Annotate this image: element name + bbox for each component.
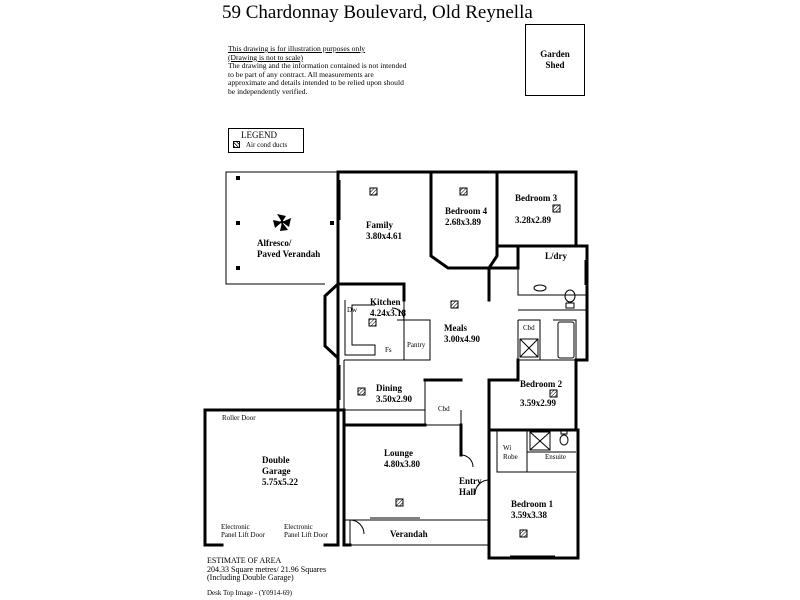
room-lounge-label: Lounge [384,448,413,458]
room-meals-dims: 3.00x4.90 [444,334,481,344]
air-duct-icon [552,204,561,213]
air-duct-icon [369,187,378,196]
garden-shed: Garden Shed [525,24,585,96]
air-duct-icon [395,498,404,507]
house-walls [203,170,589,560]
area-estimate-title: ESTIMATE OF AREA [207,556,282,565]
room-pantry-label: Pantry [407,341,426,349]
air-duct-icon [519,529,528,538]
panel-lift-door-label: Electronic [284,523,313,531]
fridge-space-label: Fs [385,346,392,354]
air-duct-icon [233,141,240,148]
room-ensuite-label: Ensuite [545,453,566,461]
area-estimate-line: (Including Double Garage) [207,573,294,583]
room-alfresco-label: Paved Verandah [257,249,320,259]
alfresco-outline [225,171,338,285]
room-kitchen-label: Kitchen [370,297,401,307]
room-labels: Family 3.80x4.61 Bedroom 4 2.68x3.89 Bed… [257,193,568,539]
room-dining-label: Dining [376,383,403,393]
room-dining-dims: 3.50x2.90 [376,394,413,404]
area-estimate-line: 204.33 Square metres/ 21.96 Squares [207,564,327,574]
room-family-label: Family [366,220,393,230]
panel-lift-door-label: Panel Lift Door [284,531,329,539]
room-bedroom3-dims: 3.28x2.89 [515,215,552,225]
cupboard-label: Cbd [438,405,450,413]
garden-shed-line: Shed [545,60,565,70]
disclaimer-line: This drawing is for illustration purpose… [228,44,366,53]
ceiling-fan-icon [273,214,291,231]
disclaimer-body: The drawing and the information containe… [228,61,407,96]
disclaimer: This drawing is for illustration purpose… [228,44,408,97]
cupboard-label: Cbd [523,324,535,332]
footer-caption: Desk Top Image - (Y0914-69) [207,589,292,597]
room-ldry-label: L/dry [545,251,568,261]
garden-shed-label: Garden Shed [526,49,584,71]
area-estimate: ESTIMATE OF AREA 204.33 Square metres/ 2… [207,556,407,583]
room-wirobe-label: Wi [503,444,511,452]
air-duct-icon [459,187,468,196]
room-entry-label: Entry [459,476,482,486]
legend-title: LEGEND [241,130,277,140]
room-kitchen-dims: 4.24x3.18 [370,308,407,318]
room-bedroom2-label: Bedroom 2 [520,379,563,389]
panel-lift-door-label: Panel Lift Door [221,531,266,539]
air-duct-icon [549,389,558,398]
legend: LEGEND Air cond ducts [228,128,304,153]
room-lounge-dims: 4.80x3.80 [384,459,421,469]
garden-shed-line: Garden [540,49,570,59]
room-bedroom2-dims: 3.59x2.99 [520,398,557,408]
room-bedroom3-label: Bedroom 3 [515,193,558,203]
room-garage-label: Garage [262,466,291,476]
air-duct-icon [357,387,366,396]
room-verandah-label: Verandah [390,529,428,539]
air-duct-icon [368,318,377,327]
room-entry-label: Hall [459,487,476,497]
room-meals-label: Meals [444,323,467,333]
disclaimer-line: (Drawing is not to scale) [228,52,304,62]
dishwasher-label: Dw [347,306,358,314]
air-duct-markers [357,187,561,538]
room-bedroom1-label: Bedroom 1 [511,499,554,509]
page-title: 59 Chardonnay Boulevard, Old Reynella [222,2,533,23]
roller-door-label: Roller Door [222,414,256,422]
room-family-dims: 3.80x4.61 [366,231,403,241]
fixture-labels: Dw Fs Cbd Cbd Roller Door Electronic Pan… [221,306,535,539]
room-alfresco-label: Alfresco/ [257,238,292,248]
panel-lift-door-label: Electronic [221,523,250,531]
room-wirobe-label: Robe [503,453,518,461]
legend-item: Air cond ducts [246,141,288,149]
air-duct-icon [450,300,459,309]
room-garage-dims: 5.75x5.22 [262,477,299,487]
room-bedroom1-dims: 3.59x3.38 [511,510,548,520]
room-bedroom4-label: Bedroom 4 [445,206,488,216]
room-bedroom4-dims: 2.68x3.89 [445,217,482,227]
room-garage-label: Double [262,455,290,465]
